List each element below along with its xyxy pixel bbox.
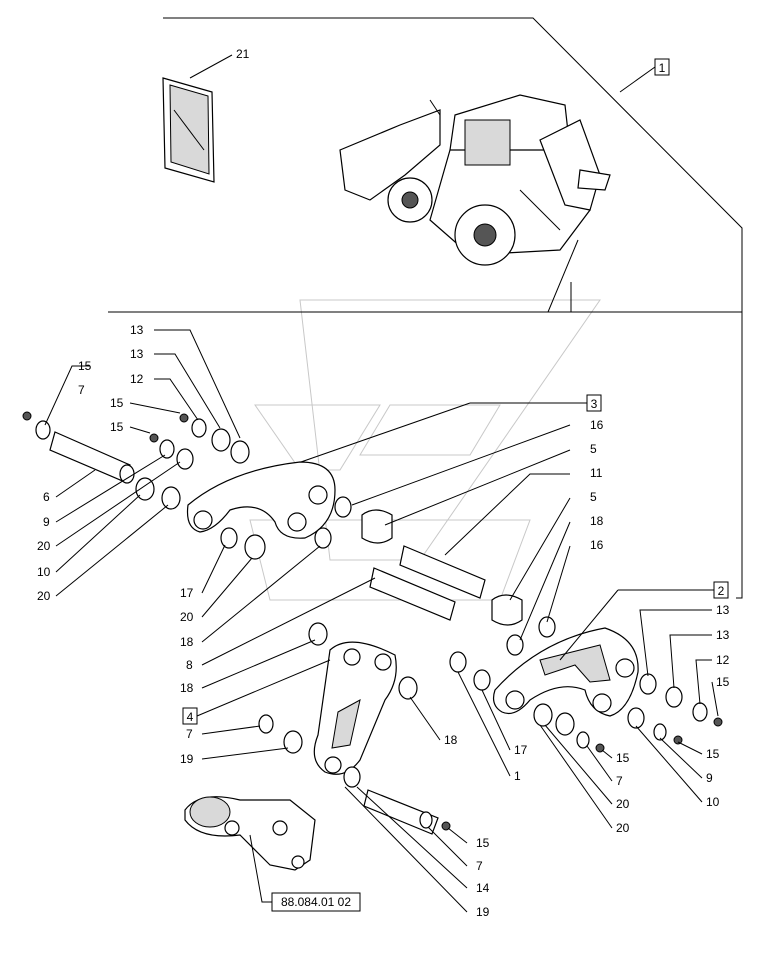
callout-19: 19 <box>180 752 194 766</box>
group-label-2: 2 <box>718 584 725 598</box>
callout-6: 6 <box>43 490 50 504</box>
leader-lines <box>44 329 719 913</box>
callout-5: 5 <box>590 442 597 456</box>
callout-15: 15 <box>706 747 720 761</box>
callout-16: 16 <box>590 418 604 432</box>
callout-9: 9 <box>706 771 713 785</box>
callout-17: 17 <box>180 586 194 600</box>
callout-13: 13 <box>130 323 144 337</box>
backhoe-loader-machine[interactable] <box>339 94 611 266</box>
callout-13: 13 <box>716 603 730 617</box>
callout-10: 10 <box>706 795 720 809</box>
callout-8: 8 <box>186 658 193 672</box>
group-box-4[interactable]: 4 <box>182 707 198 725</box>
left-link-arm[interactable] <box>186 461 336 539</box>
left-small-parts[interactable] <box>22 411 393 560</box>
callout-7: 7 <box>476 859 483 873</box>
callout-12: 12 <box>716 653 730 667</box>
group-label-4: 4 <box>187 710 194 724</box>
callout-18: 18 <box>444 733 458 747</box>
callout-16: 16 <box>590 538 604 552</box>
callout-9: 9 <box>43 515 50 529</box>
callout-7: 7 <box>616 774 623 788</box>
callout-15: 15 <box>110 420 124 434</box>
callout-1: 1 <box>514 769 521 783</box>
group-label-1: 1 <box>659 61 666 75</box>
group-box-1[interactable]: 1 <box>654 58 670 76</box>
callout-15: 15 <box>476 836 490 850</box>
frame-lines <box>108 17 743 599</box>
callout-19: 19 <box>476 905 490 919</box>
callout-21: 21 <box>236 47 250 61</box>
callout-15: 15 <box>616 751 630 765</box>
callout-18: 18 <box>590 514 604 528</box>
callout-20: 20 <box>37 539 51 553</box>
right-link-arm[interactable] <box>449 627 723 753</box>
callout-15: 15 <box>78 359 92 373</box>
callout-5: 5 <box>590 490 597 504</box>
reference-code: 88.084.01 02 <box>281 895 351 909</box>
callout-7: 7 <box>78 383 85 397</box>
group-box-2[interactable]: 2 <box>713 581 729 599</box>
callout-17: 17 <box>514 743 528 757</box>
group-label-3: 3 <box>591 397 598 411</box>
callout-20: 20 <box>616 797 630 811</box>
reference-assembly[interactable] <box>184 796 316 871</box>
callout-15: 15 <box>716 675 730 689</box>
callout-7: 7 <box>186 727 193 741</box>
callout-numbers: 13 13 12 15 15 7 15 6 9 20 10 20 16 5 11… <box>37 323 730 919</box>
vertical-link[interactable] <box>258 622 451 835</box>
callout-20: 20 <box>37 589 51 603</box>
callout-10: 10 <box>37 565 51 579</box>
callout-20: 20 <box>180 610 194 624</box>
callout-13: 13 <box>130 347 144 361</box>
group-box-3[interactable]: 3 <box>586 394 602 412</box>
decal-sheet[interactable] <box>162 77 215 183</box>
callout-15: 15 <box>110 396 124 410</box>
callout-12: 12 <box>130 372 144 386</box>
callout-20: 20 <box>616 821 630 835</box>
callout-14: 14 <box>476 881 490 895</box>
callout-11: 11 <box>590 466 603 480</box>
callout-13: 13 <box>716 628 730 642</box>
callout-18: 18 <box>180 635 194 649</box>
pins-center[interactable] <box>369 545 556 656</box>
callout-18: 18 <box>180 681 194 695</box>
